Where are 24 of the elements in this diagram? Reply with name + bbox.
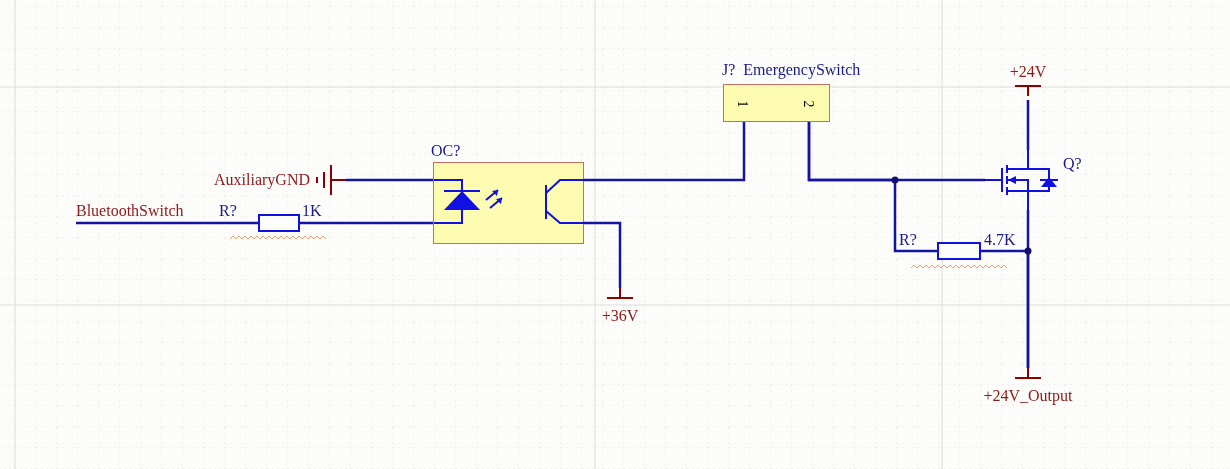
designator: R? xyxy=(219,203,237,219)
wire xyxy=(1026,100,1030,150)
wire xyxy=(346,178,433,182)
wire xyxy=(981,249,1030,368)
pin-number: 1 xyxy=(734,100,749,108)
net-label: AuxiliaryGND xyxy=(214,172,310,188)
designator: OC? xyxy=(431,143,461,159)
designator: Q? xyxy=(1063,156,1082,172)
resistor-symbol xyxy=(937,242,981,260)
power-label: +36V xyxy=(601,308,639,324)
value-label: 4.7K xyxy=(984,232,1016,248)
wire xyxy=(584,122,746,182)
resistor-symbol xyxy=(258,214,300,232)
wire xyxy=(76,221,258,225)
value-label: 1K xyxy=(302,203,322,219)
wire xyxy=(300,221,433,225)
designator: J? EmergencySwitch xyxy=(722,62,861,78)
designator: R? xyxy=(899,232,917,248)
pin-number: 2 xyxy=(800,100,815,108)
power-label: +24V_Output xyxy=(983,388,1073,404)
wire xyxy=(584,221,622,288)
net-label: BluetoothSwitch xyxy=(76,203,212,223)
wire xyxy=(807,122,937,253)
power-label: +24V xyxy=(1009,64,1047,80)
